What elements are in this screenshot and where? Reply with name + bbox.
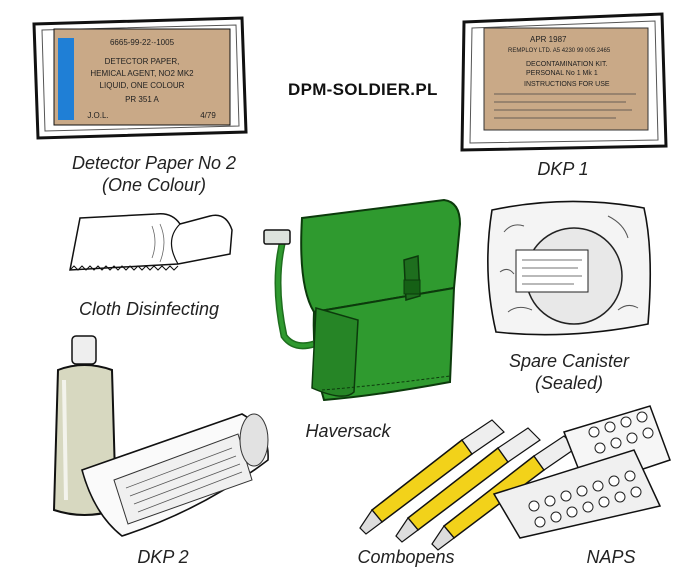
- cloth-disinfecting-caption: Cloth Disinfecting: [78, 299, 220, 319]
- dkp1-caption: DKP 1: [537, 159, 589, 179]
- dkp1-label-line: REMPLOY LTD. A5 4230 99 005 2465: [508, 48, 611, 54]
- dkp1-packet-image: APR 1987 REMPLOY LTD. A5 4230 99 005 246…: [460, 12, 668, 152]
- detector-paper-caption: Detector Paper No 2 (One Colour): [44, 152, 264, 196]
- spare-canister-caption-line2: (Sealed): [534, 373, 604, 393]
- cloth-disinfecting-image: [69, 212, 233, 271]
- haversack-caption: Haversack: [305, 421, 391, 441]
- detector-paper-label-line: HEMICAL AGENT, NO2 MK2: [90, 69, 194, 78]
- haversack-image: [263, 198, 462, 402]
- spare-canister-caption: Spare Canister (Sealed): [484, 350, 654, 394]
- combopens-caption: Combopens: [357, 547, 455, 567]
- spare-canister-image: [487, 200, 652, 336]
- dkp1-label-line: APR 1987: [530, 35, 567, 44]
- dkp2-image: [52, 335, 269, 537]
- detector-paper-caption-line2: (One Colour): [101, 175, 207, 195]
- dkp1-label-line: INSTRUCTIONS FOR USE: [524, 81, 610, 88]
- detector-paper-packet-image: 6665-99-22·-1005 DETECTOR PAPER, HEMICAL…: [32, 16, 248, 140]
- dkp2-caption: DKP 2: [137, 547, 189, 567]
- watermark-text: DPM-SOLDIER.PL: [288, 80, 438, 99]
- spare-canister-caption-line1: Spare Canister: [508, 351, 630, 371]
- naps-tablets-image: [492, 405, 671, 539]
- dkp1-label-line: DECONTAMINATION KIT.: [526, 61, 607, 68]
- detector-paper-label-line: PR 351 A: [125, 95, 159, 104]
- detector-paper-label-line: DETECTOR PAPER,: [105, 57, 180, 66]
- detector-paper-caption-line1: Detector Paper No 2: [71, 153, 237, 173]
- naps-caption: NAPS: [586, 547, 636, 567]
- detector-paper-label-line: J.O.L.: [87, 111, 108, 120]
- detector-paper-label-line: LIQUID, ONE COLOUR: [100, 81, 185, 90]
- detector-paper-label-line: 6665-99-22·-1005: [110, 38, 175, 47]
- detector-paper-label-line: 4/79: [200, 111, 216, 120]
- dkp1-label-line: PERSONAL No 1 Mk 1: [526, 70, 598, 77]
- combopens-image: [359, 419, 577, 551]
